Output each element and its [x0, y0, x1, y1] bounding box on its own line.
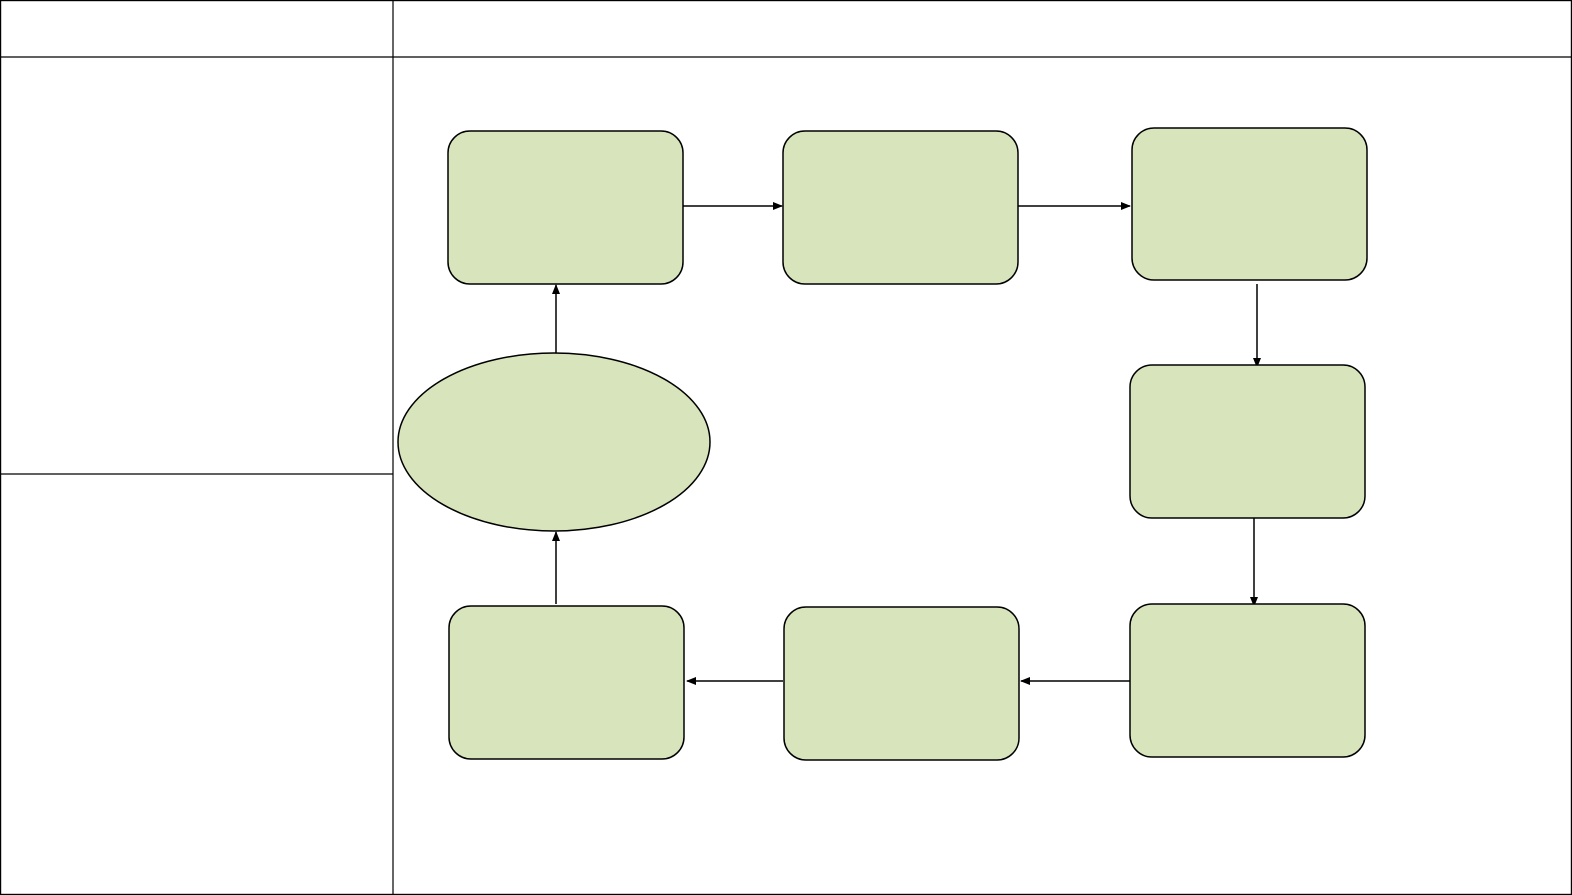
flow-node-2 — [782, 130, 1019, 285]
flow-node-3 — [1131, 127, 1368, 281]
flow-nodes — [397, 127, 1368, 761]
flow-node-1 — [447, 130, 684, 285]
flow-connectors — [552, 202, 1261, 685]
flow-node-6 — [783, 606, 1020, 761]
flow-node-4 — [1129, 364, 1366, 519]
flow-node-5 — [1129, 603, 1366, 758]
flow-node-start-ellipse — [397, 352, 711, 532]
flow-node-7 — [448, 605, 685, 760]
